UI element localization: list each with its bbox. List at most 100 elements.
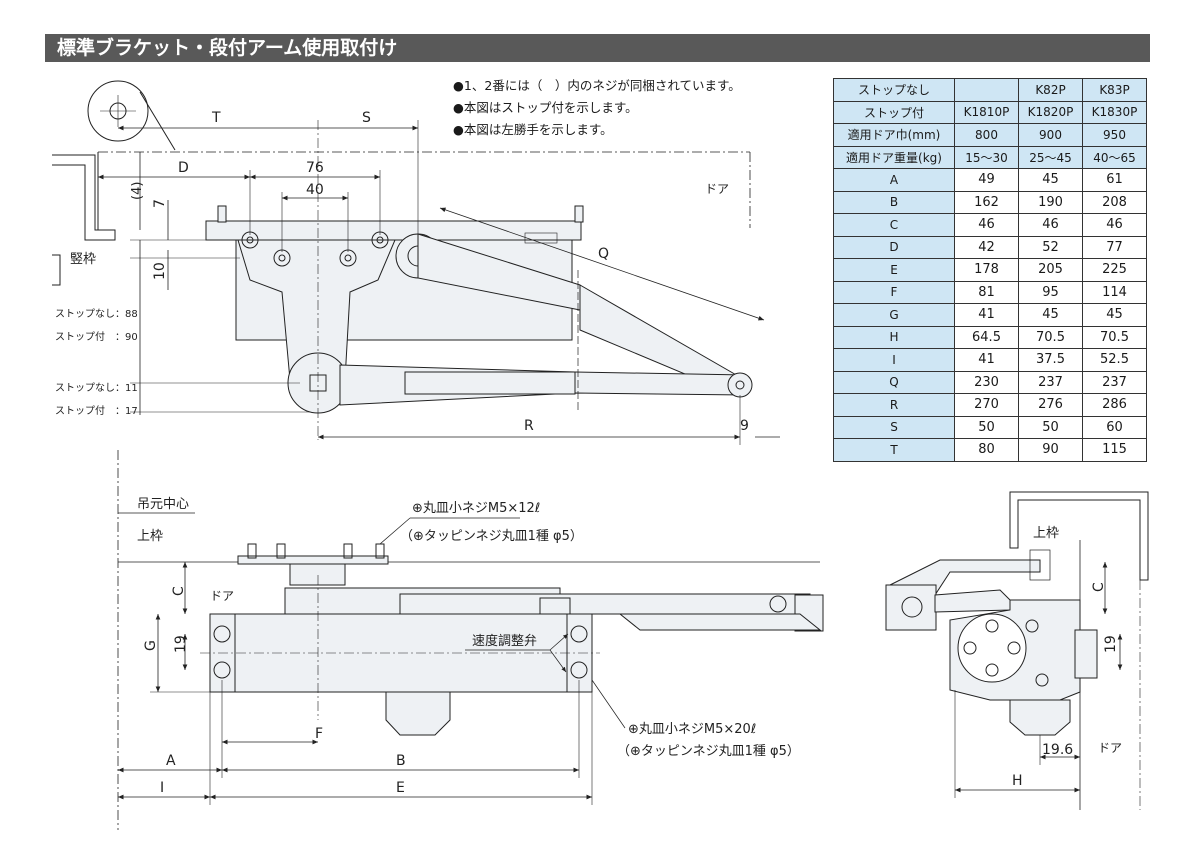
value-cell: 15〜30 — [954, 145, 1019, 169]
value-cell: 950 — [1082, 123, 1147, 147]
row-label-cell: S — [833, 415, 955, 439]
speed-valve-label: 速度調整弁 — [472, 633, 537, 649]
dim-R: R — [524, 418, 534, 434]
value-cell: K83P — [1082, 78, 1147, 102]
screw-bottom-alt-label: （⊕タッピンネジ丸皿1種 φ5） — [617, 743, 800, 759]
dim-19-front: 19 — [173, 635, 189, 653]
row-label-cell: H — [833, 325, 955, 349]
value-cell: K1830P — [1082, 100, 1147, 124]
side-view — [885, 491, 1149, 810]
dim-C-front: C — [171, 586, 187, 596]
screw-top-label: ⊕丸皿小ネジM5×12ℓ — [412, 501, 540, 516]
screw-top-alt-label: （⊕タッピンネジ丸皿1種 φ5） — [400, 528, 583, 544]
dim-F-front: F — [315, 726, 323, 742]
value-cell: 50 — [954, 415, 1019, 439]
stop-with-90: ストップ付 ：90 — [55, 330, 138, 343]
frame-label: 竪枠 — [70, 252, 96, 267]
row-label-cell: I — [833, 348, 955, 372]
door-label-front: ドア — [210, 589, 234, 603]
dim-T: T — [211, 110, 221, 126]
section-title: 標準ブラケット・段付アーム使用取付け — [45, 34, 1150, 62]
stop-with-17: ストップ付 ：17 — [55, 404, 138, 417]
note-item: ●1、2番には（ ）内のネジが同梱されています。 — [453, 78, 741, 93]
dim-I-front: I — [160, 780, 164, 796]
value-cell: 230 — [954, 370, 1019, 394]
top-view — [52, 80, 780, 445]
row-label-cell: C — [833, 213, 955, 237]
value-cell: 52.5 — [1082, 348, 1147, 372]
value-cell: 77 — [1082, 235, 1147, 259]
dim-19-side: 19 — [1103, 635, 1119, 653]
value-cell: 70.5 — [1082, 325, 1147, 349]
dim-G-front: G — [143, 640, 159, 651]
value-cell: 37.5 — [1018, 348, 1083, 372]
note-item: ●本図は左勝手を示します。 — [453, 122, 613, 137]
door-label-side: ドア — [1098, 741, 1122, 755]
row-label-cell: A — [833, 168, 955, 192]
dim-C-side: C — [1091, 582, 1107, 592]
side-view-labels: 上枠 C 19 19.6 H ドア — [1012, 526, 1122, 789]
value-cell: 46 — [1082, 213, 1147, 237]
value-cell: 61 — [1082, 168, 1147, 192]
value-cell: 90 — [1018, 438, 1083, 462]
dim-76: 76 — [306, 160, 324, 176]
row-label-cell: ストップ付 — [833, 100, 955, 124]
row-label-cell: D — [833, 235, 955, 259]
value-cell: 49 — [954, 168, 1019, 192]
dim-9: 9 — [740, 418, 749, 434]
door-label: ドア — [705, 182, 729, 196]
value-cell: 52 — [1018, 235, 1083, 259]
value-cell: 45 — [1018, 303, 1083, 327]
value-cell: 40〜65 — [1082, 145, 1147, 169]
hinge-center-label: 吊元中心 — [137, 497, 189, 512]
value-cell: 225 — [1082, 258, 1147, 282]
row-label-cell: 適用ドア巾(mm) — [833, 123, 955, 147]
front-view — [117, 450, 824, 830]
value-cell: 115 — [1082, 438, 1147, 462]
value-cell: 286 — [1082, 393, 1147, 417]
value-cell: 45 — [1082, 303, 1147, 327]
dim-A-front: A — [166, 753, 176, 769]
value-cell: 208 — [1082, 190, 1147, 214]
dim-E-front: E — [396, 780, 405, 796]
stop-none-11: ストップなし：11 — [55, 382, 138, 394]
stop-none-88: ストップなし：88 — [55, 308, 138, 320]
value-cell: 50 — [1018, 415, 1083, 439]
screw-bottom-label: ⊕丸皿小ネジM5×20ℓ — [628, 722, 756, 737]
value-cell: 25〜45 — [1018, 145, 1083, 169]
dim-10: 10 — [152, 262, 168, 280]
value-cell: K1810P — [954, 100, 1019, 124]
top-view-labels: T S D 76 40 (4) 7 10 Q R 9 ドア 竪枠 ストップなし：… — [55, 110, 749, 434]
value-cell: 276 — [1018, 393, 1083, 417]
dim-B-front: B — [396, 753, 406, 769]
dim-D: D — [178, 160, 189, 176]
upper-frame-label: 上枠 — [137, 529, 163, 544]
row-label-cell: 適用ドア重量(kg) — [833, 145, 955, 169]
dim-Q: Q — [598, 246, 609, 262]
frame-profile — [52, 154, 116, 241]
dim-7: 7 — [152, 199, 168, 208]
value-cell: 70.5 — [1018, 325, 1083, 349]
upper-frame-side: 上枠 — [1033, 526, 1059, 541]
dim-H-side: H — [1012, 773, 1023, 789]
dim-40: 40 — [306, 182, 324, 198]
row-label-cell: T — [833, 438, 955, 462]
value-cell: 46 — [1018, 213, 1083, 237]
value-cell: 81 — [954, 280, 1019, 304]
